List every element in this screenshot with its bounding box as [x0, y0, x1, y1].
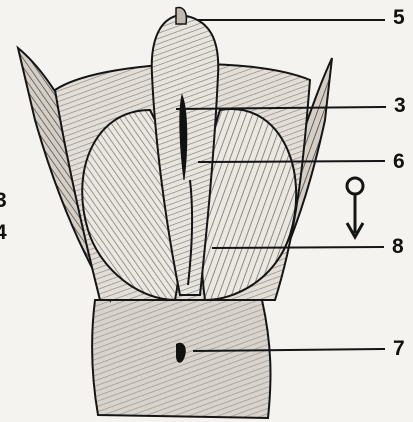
label-left-3: 3 — [0, 190, 7, 211]
label-left-4: 4 — [0, 222, 7, 243]
leader-line-8 — [212, 247, 384, 248]
label-8: 8 — [392, 236, 404, 257]
label-5: 5 — [393, 7, 405, 28]
label-3: 3 — [394, 95, 406, 116]
female-symbol-ring — [347, 178, 363, 194]
tip — [176, 8, 186, 24]
leader-line-6 — [198, 161, 385, 162]
label-7: 7 — [393, 338, 405, 359]
label-6: 6 — [393, 151, 405, 172]
female-symbol-with-arrow — [347, 178, 363, 237]
